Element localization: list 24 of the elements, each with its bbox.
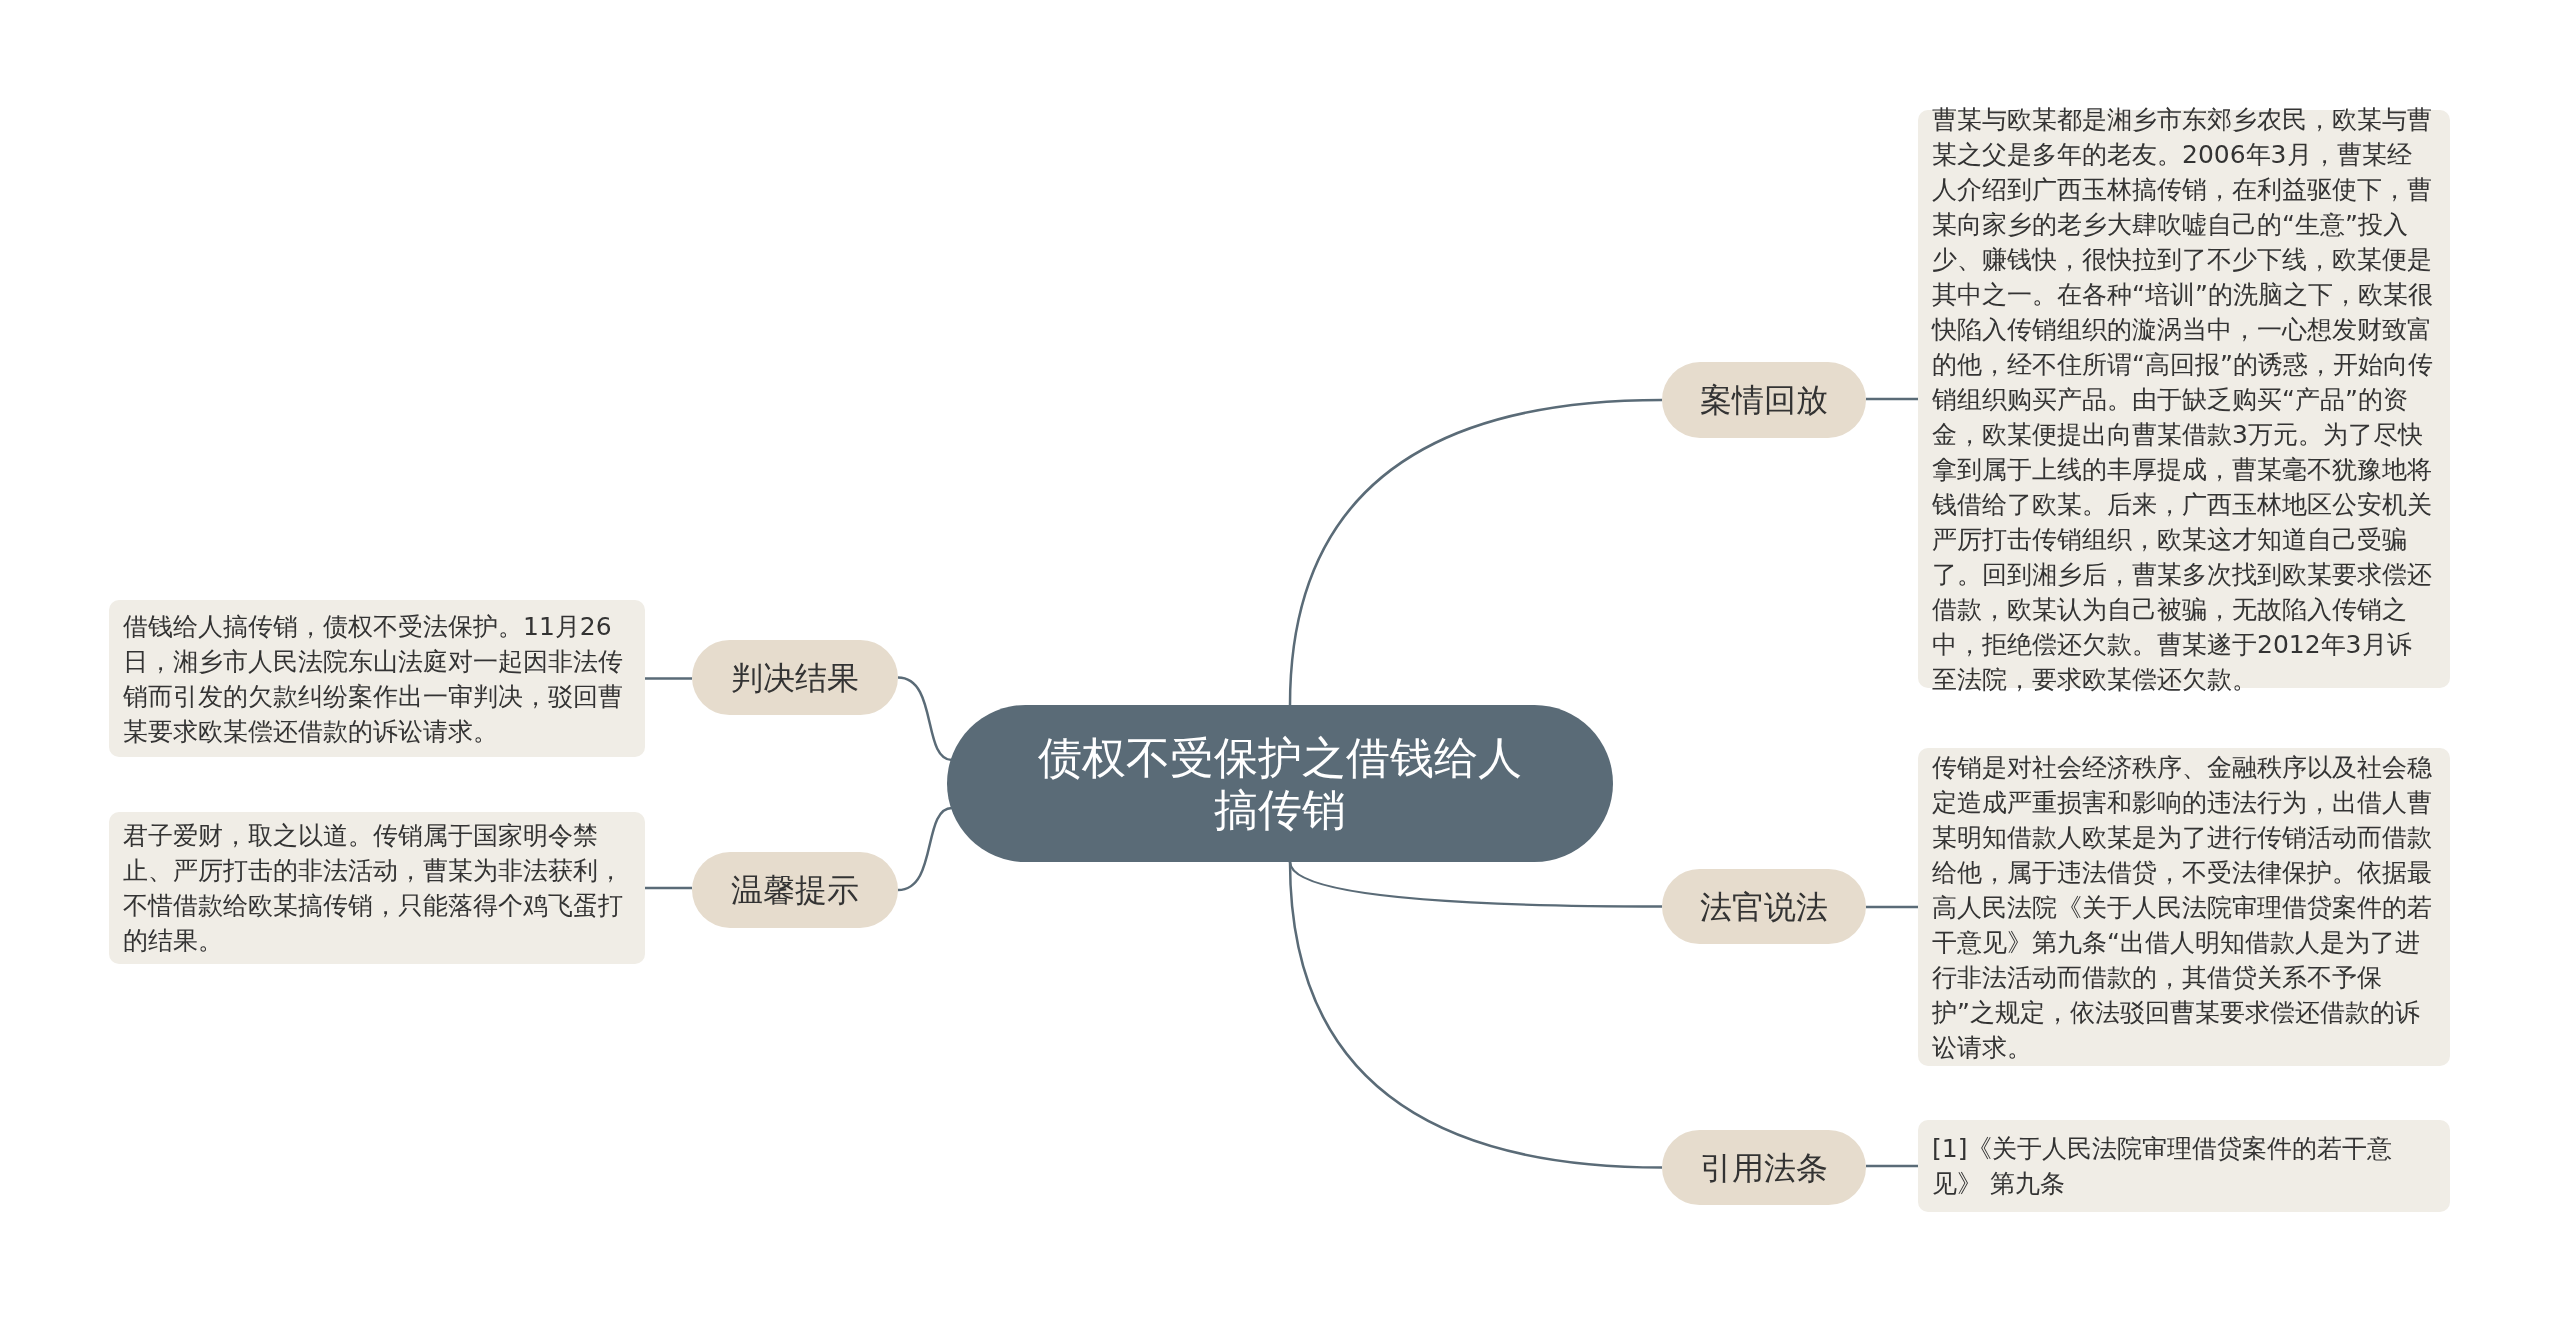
paragraph: 借钱给人搞传销，债权不受法保护。11月26日，湘乡市人民法院东山法庭对一起因非法传销而引发的欠款纠纷案作出一审判决，驳回曹某要求欧某偿还借款的诉讼请求。	[123, 610, 624, 748]
connector-line	[1288, 398, 1663, 706]
topic-label: 案情回放	[1700, 380, 1828, 421]
text-card	[109, 812, 645, 964]
connector-line	[1866, 905, 1918, 909]
text-card	[109, 600, 645, 757]
connector-line	[1866, 397, 1918, 401]
paragraph: 传销是对社会经济秩序、金融秩序以及社会稳定造成严重损害和影响的违法行为，出借人曹某明知借款人欧某是为了进行传销活动而借款给他，属于违法借贷，不受法律保护。依据最高人民法院《关于人民法院审理借贷案件的若干意见》第九条“出借人明知借款人是为了进行非法活动而借款的，其借贷关系不予保护”之规定，依法驳回曹某要求偿还借款的诉讼请求。	[1932, 751, 2433, 1064]
topic-label: 温馨提示	[731, 870, 859, 911]
connector-line	[897, 676, 953, 762]
connector-line	[1866, 1164, 1918, 1168]
topic-label: 法官说法	[1700, 886, 1828, 928]
connector-line	[645, 677, 692, 680]
text-card	[1918, 1120, 2450, 1212]
paragraph: 曹某与欧某都是湘乡市东郊乡农民，欧某与曹某之父是多年的老友。2006年3月，曹某经人介绍到广西玉林搞传销，在利益驱使下，曹某向家乡的老乡大肆吹嘘自己的“生意”投入少、赚钱快，很快拉到了不少下线，欧某便是其中之一。在各种“培训”的洗脑之下，欧某很快陷入传销组织的漩涡当中，一心想发财致富的他，经不住所谓“高回报”的诱惑，开始向传销组织购买产品。由于缺乏购买“产品”的资金，欧某便提出向曹某借款3万元。为了尽快拿到属于上线的丰厚提成，曹某毫不犹豫地将钱借给了欧某。后来，广西玉林地区公安机关严厉打击传销组织，欧某这才知道自己受骗了。回到湘乡后，曹某多次找到欧某要求偿还借款，欧某认为自己被骗，无故陷入传销之中，拒绝偿还欠款。曹某遂于2012年3月诉至法院，要求欧某偿还欠款。	[1932, 103, 2434, 696]
topic-label: 引用法条	[1700, 1147, 1828, 1189]
connector-line	[897, 806, 953, 892]
connector-line	[645, 886, 692, 890]
topic-title: 债权不受保护之借钱给人搞传销	[1037, 731, 1523, 836]
connector-line	[1288, 861, 1662, 908]
paragraph: [1]《关于人民法院审理借贷案件的若干意见》 第九条	[1932, 1133, 2394, 1200]
topic-label: 判决结果	[731, 657, 859, 699]
connector-line	[1288, 861, 1663, 1169]
paragraph: 君子爱财，取之以道。传销属于国家明令禁止、严厉打击的非法活动，曹某为非法获利，不惜借款给欧某搞传销，只能落得个鸡飞蛋打的结果。	[123, 820, 624, 957]
